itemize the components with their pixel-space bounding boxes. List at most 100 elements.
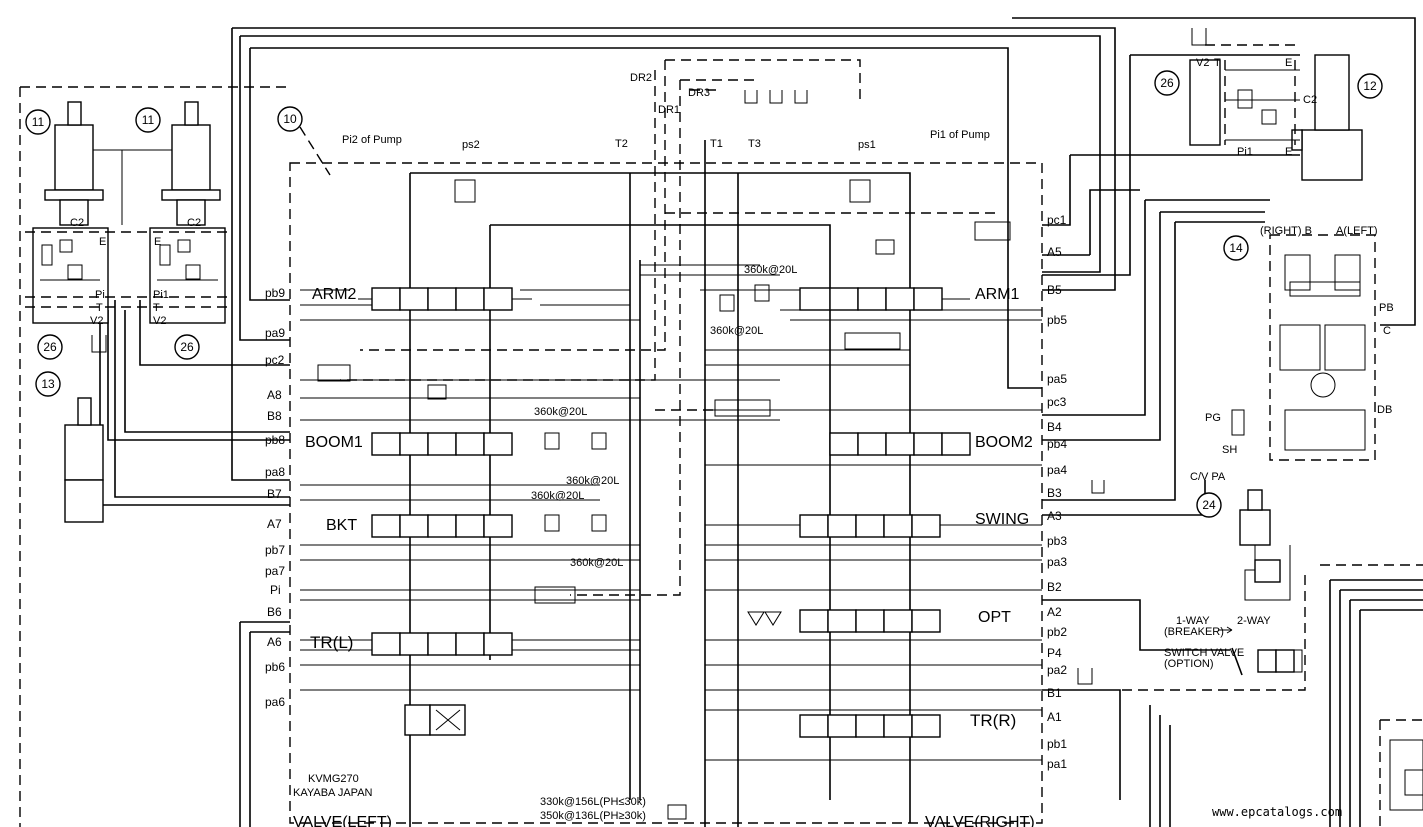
callout-14: 14 [1223,235,1249,261]
label-ps2: ps2 [462,139,480,151]
label-v2-a: V2 [90,315,103,327]
label-c2-a: C2 [70,217,84,229]
label-relief-main1: 330k@156L(PH≤30k) [540,796,646,808]
label-maker: KAYABA JAPAN [293,787,373,799]
callout-10: 10 [277,106,303,132]
port-p4: P4 [1047,646,1062,660]
switch-valve [1231,647,1303,676]
spool-boom1-body [371,432,513,456]
label-relief-a: 360k@20L [744,264,797,276]
label-e-b: E [154,236,161,248]
callout-13: 13 [35,371,61,397]
svg-text:13: 13 [41,377,55,391]
breaker-valve [1239,489,1281,583]
port-b1: B1 [1047,686,1062,700]
label-relief-b: 360k@20L [710,325,763,337]
port-pb5: pb5 [1047,313,1067,327]
callout-26c: 26 [1154,70,1180,96]
bucket-cylinder [64,397,104,523]
spool-arm2-body [358,287,532,311]
spool-arm1-body [799,287,970,311]
main-valve-outline [289,162,1043,824]
port-pc2: pc2 [265,353,285,367]
label-two-way: 2-WAY [1237,615,1271,627]
label-db: DB [1377,404,1392,416]
port-a2: A2 [1047,605,1062,619]
label-t1: T1 [710,138,723,150]
label-option: (OPTION) [1164,658,1214,670]
port-a7: A7 [267,517,282,531]
svg-text:10: 10 [283,112,297,126]
callout-26a: 26 [37,334,63,360]
spool-bkt-body [371,514,513,538]
spool-label-trr: TR(R) [970,711,1016,730]
port-pa8: pa8 [265,465,285,479]
port-pb4: pb4 [1047,437,1067,451]
label-t-b: T [153,302,160,314]
port-a6: A6 [267,635,282,649]
arm-cylinder [1291,54,1363,181]
label-pi1-pump: Pi1 of Pump [930,129,990,141]
label-ps1: ps1 [858,139,876,151]
label-a-left: A(LEFT) [1336,225,1378,237]
spool-label-opt: OPT [978,609,1011,626]
port-a3: A3 [1047,509,1062,523]
port-pb3: pb3 [1047,534,1067,548]
label-right-b: (RIGHT) B [1260,225,1312,237]
port-pa9: pa9 [265,326,285,340]
port-pa3: pa3 [1047,555,1067,569]
svg-text:26: 26 [1160,76,1174,90]
boom-cylinder-right [161,101,221,226]
callout-11a: 11 [25,109,51,135]
callout-26b: 26 [174,334,200,360]
spool-trr-body [799,714,941,738]
svg-text:12: 12 [1363,79,1377,93]
label-relief-c: 360k@20L [534,406,587,418]
label-switch-valve: SWITCH VALVE [1164,647,1244,659]
label-c: C [1383,325,1391,337]
port-pa6: pa6 [265,695,285,709]
port-a8: A8 [267,388,282,402]
label-dr1: DR1 [658,104,680,116]
port-pi: Pi [270,583,281,597]
label-dr2: DR2 [630,72,652,84]
port-a1: A1 [1047,710,1062,724]
spool-label-boom2: BOOM2 [975,434,1033,451]
spool-label-arm1: ARM1 [975,286,1020,303]
label-relief-d: 360k@20L [566,475,619,487]
label-t-c: T [1214,57,1221,69]
watermark: www.epcatalogs.com [1212,805,1342,819]
svg-text:26: 26 [180,340,194,354]
port-b5: B5 [1047,283,1062,297]
label-dr3: DR3 [688,87,710,99]
label-model: KVMG270 [308,773,359,785]
port-b7: B7 [267,487,282,501]
label-e-a: E [99,236,106,248]
label-c2-b: C2 [187,217,201,229]
port-a5: A5 [1047,245,1062,259]
port-pa4: pa4 [1047,463,1067,477]
swing-motor-unit [1269,234,1376,461]
port-b3: B3 [1047,486,1062,500]
port-pc3: pc3 [1047,395,1067,409]
label-relief-f: 360k@20L [570,557,623,569]
label-breaker: (BREAKER) [1164,626,1224,638]
port-b6: B6 [267,605,282,619]
label-relief-e: 360k@20L [531,490,584,502]
label-pi1-b: Pi1 [153,289,169,301]
spool-boom2-body [829,432,971,456]
label-t2: T2 [615,138,628,150]
port-pa7: pa7 [265,564,285,578]
port-b2: B2 [1047,580,1062,594]
port-pb9: pb9 [265,286,285,300]
label-e-d: E [1285,146,1292,158]
spool-swing-body [799,514,941,538]
spool-label-swing: SWING [975,511,1029,528]
boom-cylinder-left [44,101,104,226]
port-pa5: pa5 [1047,372,1067,386]
port-b4: B4 [1047,420,1062,434]
spool-label-boom1: BOOM1 [305,434,363,451]
svg-text:26: 26 [43,340,57,354]
label-relief-main2: 350k@136L(PH≥30k) [540,810,646,822]
label-pb: PB [1379,302,1394,314]
